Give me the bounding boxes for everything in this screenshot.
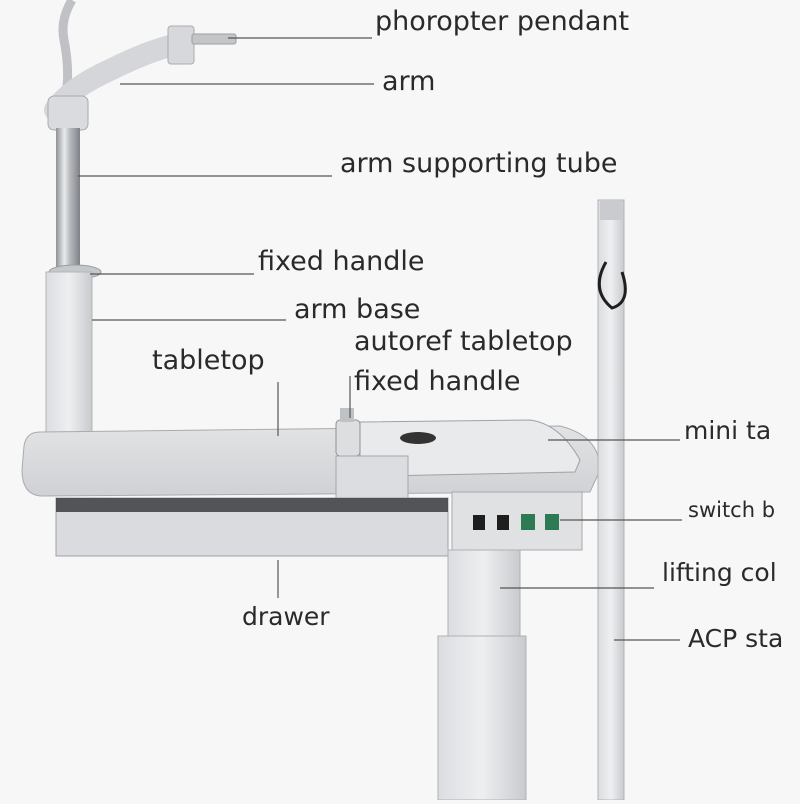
acp-pole (597, 199, 625, 801)
device-knob (400, 432, 436, 444)
label-autoref-tabletop: autoref tabletop (354, 326, 573, 357)
switch-3 (521, 514, 535, 530)
autoref-handle-top (340, 408, 354, 422)
label-tabletop: tabletop (152, 345, 265, 376)
arm-base-shape (45, 271, 93, 441)
label-mini-table: mini ta (684, 416, 772, 445)
acp-cable (597, 261, 627, 310)
label-arm-supporting-tube: arm supporting tube (340, 148, 618, 179)
label-lifting-column: lifting col (662, 558, 777, 587)
table-assembly (21, 408, 601, 801)
lifting-column-lower (437, 635, 527, 801)
switch-2 (497, 515, 509, 530)
label-acp-stand: ACP sta (688, 624, 784, 653)
switch-box-shape (451, 491, 583, 551)
lifting-column-upper (447, 549, 521, 643)
tube-cap (47, 95, 89, 131)
acp-stand (597, 199, 627, 801)
autoref-handle-shape (335, 419, 361, 457)
label-phoropter-pendant: phoropter pendant (375, 6, 630, 37)
acp-cap (600, 200, 622, 220)
label-fixed-handle: fixed handle (258, 246, 425, 277)
switch-1 (473, 515, 485, 530)
drawer-shadow (56, 498, 448, 512)
arm-supporting-tube-shape (56, 128, 80, 268)
label-autoref-fixed-handle: fixed handle (354, 366, 521, 397)
cable (58, 0, 76, 96)
label-switch-box: switch b (688, 498, 776, 522)
pendant-block (167, 25, 195, 65)
label-drawer: drawer (242, 602, 330, 631)
leader-lines (78, 37, 682, 641)
switch-4 (545, 514, 559, 530)
label-arm-base: arm base (294, 294, 421, 325)
label-arm: arm (382, 66, 436, 97)
phoropter-arm-assembly (44, 0, 237, 441)
pendant-shaft (191, 33, 237, 45)
